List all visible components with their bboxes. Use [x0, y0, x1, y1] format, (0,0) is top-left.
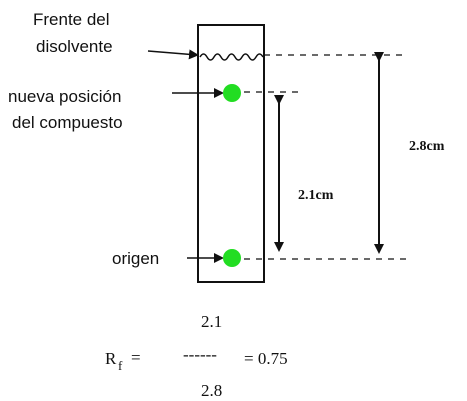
formula-equals: = [131, 348, 141, 367]
formula-result: = 0.75 [244, 349, 288, 368]
compound-label-line2: del compuesto [12, 113, 123, 132]
solvent-front-pointer-arrow [147, 49, 199, 60]
origin-label: origen [112, 249, 159, 268]
compound-spot [223, 84, 241, 102]
origin-spot [223, 249, 241, 267]
compound-label-line1: nueva posición [8, 87, 121, 106]
formula-numerator: 2.1 [201, 312, 222, 331]
solvent-distance-label: 2.8cm [409, 139, 445, 154]
formula-symbol: R [105, 349, 117, 368]
tlc-plate [197, 24, 265, 283]
solvent-front-label-line1: Frente del [33, 10, 110, 29]
formula-denominator: 2.8 [201, 381, 222, 400]
solvent-front-wave [199, 53, 264, 61]
compound-distance-label: 2.1cm [298, 188, 334, 203]
solvent-front-label-line2: disolvente [36, 37, 113, 56]
formula-subscript: f [118, 358, 123, 373]
formula-fraction-bar: ------ [183, 345, 217, 364]
